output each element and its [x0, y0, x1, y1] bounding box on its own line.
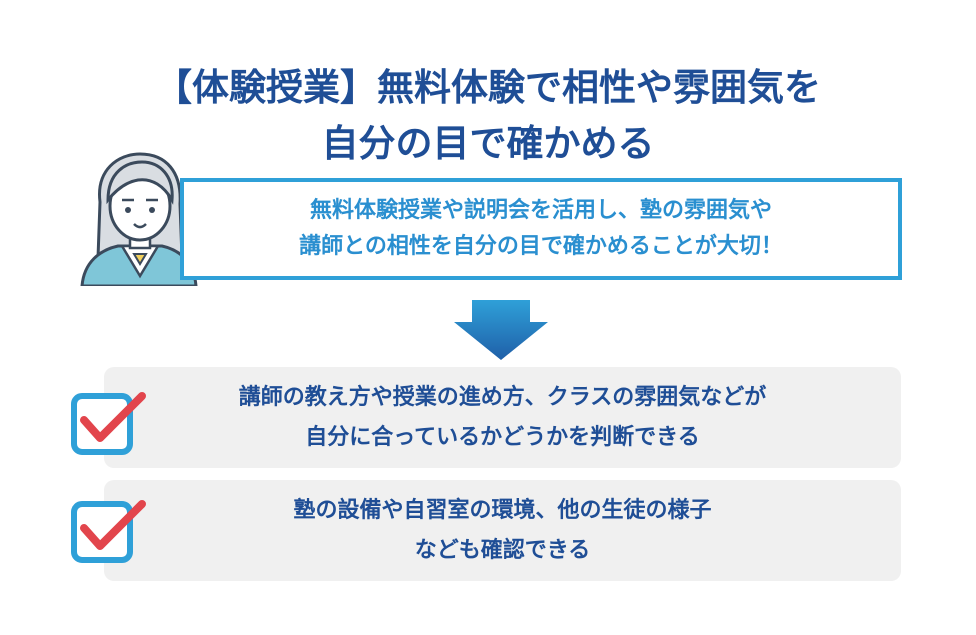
checkbox-checked-icon [71, 500, 146, 563]
callout-box: 無料体験授業や説明会を活用し、塾の雰囲気や 講師との相性を自分の目で確かめること… [180, 178, 902, 280]
down-arrow-icon [454, 300, 548, 360]
benefit-2-line-2: なども確認できる [414, 537, 591, 563]
callout-line-2: 講師との相性を自分の目で確かめることが大切！ [299, 234, 783, 259]
callout-line-1: 無料体験授業や説明会を活用し、塾の雰囲気や [309, 198, 772, 223]
benefit-2-line-1: 塾の設備や自習室の環境、他の生徒の様子 [293, 497, 712, 523]
checkbox-checked-icon [71, 392, 146, 455]
title-line-2: 自分の目で確かめる [321, 122, 655, 165]
title-line-1: 【体験授業】無料体験で相性や雰囲気を [155, 66, 821, 109]
benefit-item-1: 講師の教え方や授業の進め方、クラスの雰囲気などが 自分に合っているかどうかを判断… [104, 367, 901, 468]
benefit-item-2: 塾の設備や自習室の環境、他の生徒の様子 なども確認できる [104, 480, 901, 581]
benefit-1-line-1: 講師の教え方や授業の進め方、クラスの雰囲気などが [238, 384, 767, 410]
benefit-1-line-2: 自分に合っているかどうかを判断できる [305, 424, 700, 450]
page-title: 【体験授業】無料体験で相性や雰囲気を 自分の目で確かめる [0, 60, 976, 172]
